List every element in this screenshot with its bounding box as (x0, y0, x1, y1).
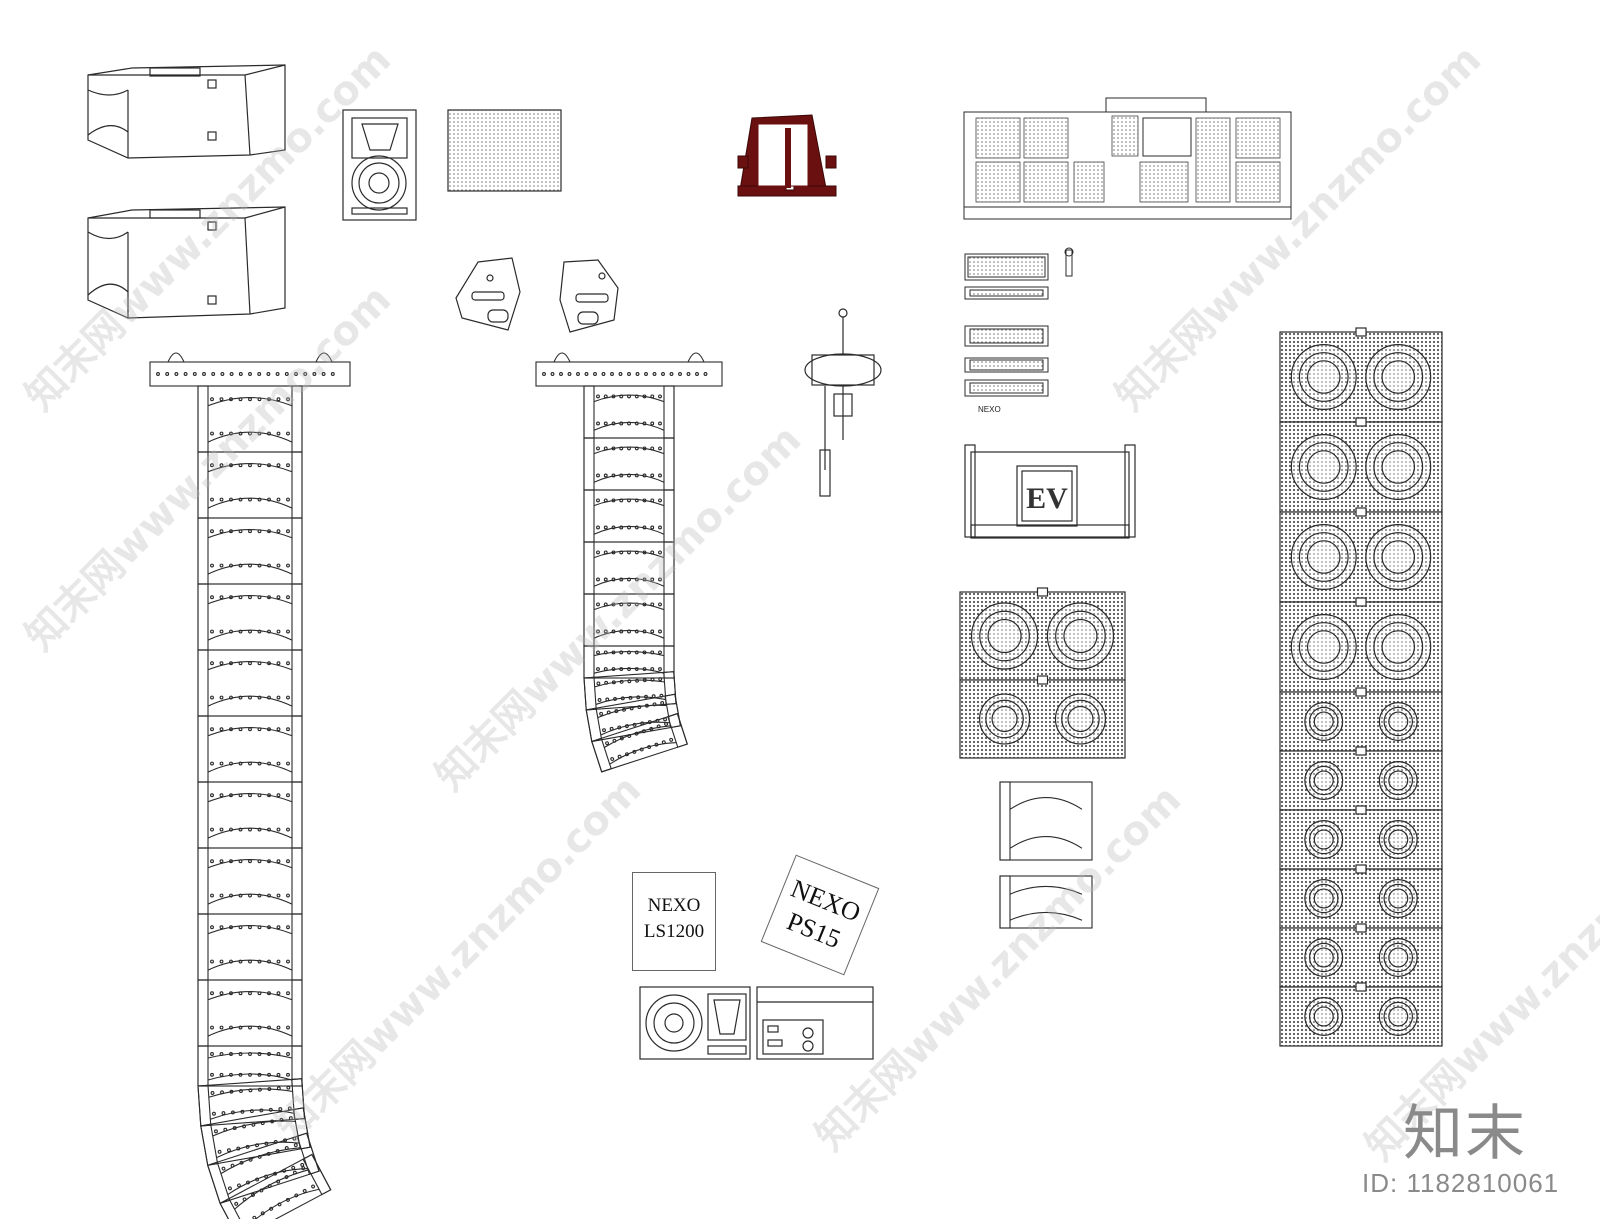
array-cabinet (583, 541, 675, 595)
array-cabinet (591, 712, 688, 773)
array-cabinet (999, 781, 1093, 861)
array-cabinet (583, 645, 675, 679)
brand-logo-text: 知末 (1403, 1099, 1527, 1169)
ev-cabinet (964, 444, 1136, 539)
rigging-bar (149, 352, 351, 387)
speaker-grille-panel (447, 109, 562, 192)
subwoofer-cabinet (1279, 507, 1443, 603)
array-cabinet (197, 649, 303, 717)
rigging-plate-right (559, 259, 619, 333)
chain-hoist (804, 308, 882, 497)
array-cabinet (197, 979, 303, 1047)
array-cabinet (197, 451, 303, 519)
array-cabinet (197, 781, 303, 849)
subwoofer-cabinet (1279, 923, 1443, 988)
array-cabinet (197, 913, 303, 981)
subwoofer-cabinet (959, 587, 1126, 681)
ls1200-model: LS1200 (643, 921, 705, 942)
array-cabinet (197, 385, 303, 453)
subwoofer-cabinet (1279, 327, 1443, 423)
nexo-ls1200-label-card: NEXO LS1200 (632, 872, 716, 971)
array-cabinet (197, 517, 303, 585)
line-array-medium (535, 352, 723, 773)
ls1200-rear-view (756, 986, 874, 1060)
monitor-speaker-front (342, 109, 417, 221)
array-cabinet (585, 693, 682, 743)
sub-cabinet-top (87, 64, 286, 159)
subwoofer-cabinet (1279, 746, 1443, 811)
sub-cabinet-bottom (87, 206, 286, 319)
array-cabinet (197, 847, 303, 915)
ev-logo: EV (1026, 482, 1068, 515)
ls1200-brand: NEXO (647, 895, 701, 916)
array-cabinet (197, 1045, 303, 1087)
array-cabinet (583, 593, 675, 647)
subwoofer-cabinet (1279, 597, 1443, 693)
line-array-long (149, 352, 351, 1219)
array-cabinet (197, 583, 303, 651)
subwoofer-cabinet (1279, 864, 1443, 929)
subwoofer-cabinet (1279, 417, 1443, 513)
line-array-small (999, 781, 1093, 929)
subwoofer-cabinet (1279, 805, 1443, 870)
array-cabinet (999, 875, 1093, 929)
array-cabinet (583, 671, 677, 711)
subwoofer-stack-middle (959, 587, 1126, 759)
array-cabinet (197, 715, 303, 783)
ls1200-front-view (639, 986, 751, 1060)
array-cabinet (583, 489, 675, 543)
array-cabinet (583, 437, 675, 491)
array-cabinet (197, 1078, 306, 1127)
rack-equipment-stack (964, 247, 1074, 397)
array-cabinet (583, 385, 675, 439)
subwoofer-cabinet (959, 675, 1126, 759)
subwoofer-cabinet (1279, 687, 1443, 752)
image-id-text: ID: 1182810061 (1362, 1168, 1560, 1198)
subwoofer-cabinet (1279, 982, 1443, 1047)
array-cabinet (219, 1153, 332, 1219)
rigging-bar (535, 352, 723, 387)
subwoofer-stack-tall (1279, 327, 1443, 1047)
mixing-console (963, 97, 1292, 220)
amp-rack-label: NEXO (978, 405, 1001, 414)
rigging-plate-left (455, 257, 521, 331)
